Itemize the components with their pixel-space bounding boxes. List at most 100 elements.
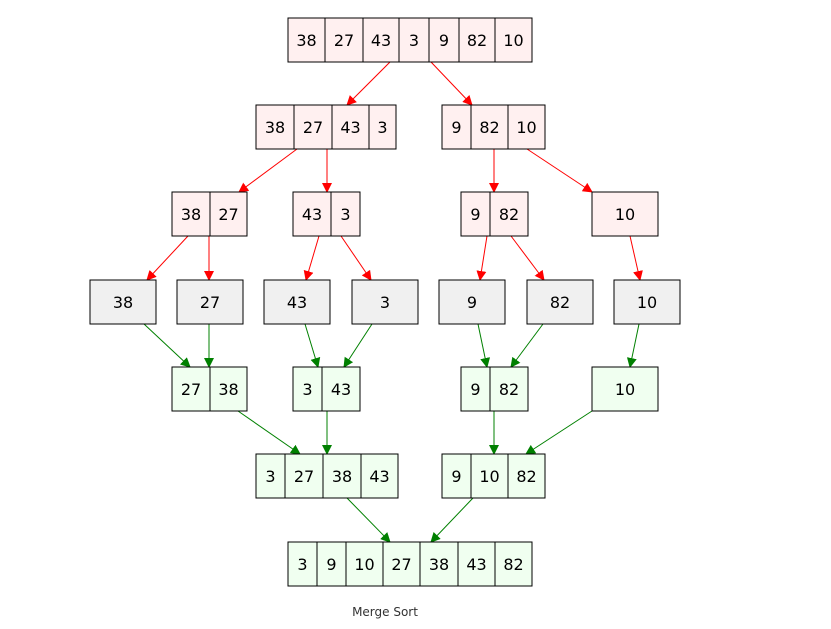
split-arrow: [340, 235, 372, 281]
merge-arrow: [510, 323, 544, 368]
array-cell: [209, 191, 248, 237]
cell-value: 3: [265, 467, 275, 486]
array-cell: [321, 366, 361, 412]
cell-value: 43: [331, 380, 351, 399]
merge-arrow: [343, 323, 373, 368]
array-cell: [441, 104, 472, 150]
cell-value: 38: [332, 467, 352, 486]
cell-value: 3: [377, 118, 387, 137]
cell-value: 38: [429, 555, 449, 574]
array-cell: [460, 191, 491, 237]
cell-value: 82: [467, 31, 487, 50]
array-cell: [494, 17, 533, 63]
cell-value: 82: [499, 205, 519, 224]
array-cell: [171, 366, 211, 412]
array-cell: [507, 104, 546, 150]
cell-value: 43: [287, 293, 307, 312]
cell-value: 82: [499, 380, 519, 399]
cell-value: 3: [380, 293, 390, 312]
array-cell: [89, 279, 157, 325]
cell-value: 10: [354, 555, 374, 574]
cell-value: 43: [466, 555, 486, 574]
array-cell: [441, 453, 472, 499]
split-array-node: 10: [591, 191, 659, 237]
array-cell: [171, 191, 211, 237]
merge-array-node: 10: [591, 366, 659, 412]
array-cell: [362, 17, 400, 63]
cell-value: 82: [503, 555, 523, 574]
cell-value: 9: [451, 118, 461, 137]
cell-value: 9: [439, 31, 449, 50]
array-cell: [398, 17, 430, 63]
cell-value: 3: [340, 205, 350, 224]
leaf-array-node: 82: [526, 279, 594, 325]
array-cell: [613, 279, 681, 325]
cell-value: 38: [113, 293, 133, 312]
cell-value: 27: [391, 555, 411, 574]
cell-value: 27: [218, 205, 238, 224]
array-cell: [470, 104, 509, 150]
cell-value: 82: [516, 467, 536, 486]
cell-value: 27: [303, 118, 323, 137]
merge-arrow: [477, 323, 491, 368]
cell-value: 9: [470, 205, 480, 224]
merge-arrow: [304, 323, 321, 368]
split-arrow: [346, 61, 391, 106]
array-cell: [419, 541, 459, 587]
cell-value: 9: [467, 293, 477, 312]
merge-arrow: [237, 410, 301, 455]
array-cell: [287, 541, 318, 587]
merge-arrow: [143, 323, 191, 368]
array-cell: [292, 366, 323, 412]
array-cell: [330, 191, 361, 237]
array-cell: [489, 191, 529, 237]
array-cell: [209, 366, 248, 412]
cell-value: 82: [550, 293, 570, 312]
split-arrow: [430, 61, 473, 106]
cell-value: 38: [181, 205, 201, 224]
split-array-node: 38 27: [171, 191, 248, 237]
array-cell: [324, 17, 364, 63]
leaf-array-node: 27: [176, 279, 244, 325]
array-cell: [331, 104, 370, 150]
array-cell: [176, 279, 244, 325]
merge-arrow: [430, 497, 474, 543]
cell-value: 27: [181, 380, 201, 399]
array-cell: [591, 366, 659, 412]
cell-value: 43: [371, 31, 391, 50]
array-cell: [507, 453, 546, 499]
array-cell: [351, 279, 419, 325]
array-cell: [457, 541, 496, 587]
array-cell: [255, 453, 286, 499]
array-cell: [458, 17, 496, 63]
split-arrow: [238, 148, 298, 193]
cell-value: 43: [369, 467, 389, 486]
cell-value: 43: [302, 205, 322, 224]
cell-value: 38: [296, 31, 316, 50]
edges-layer: [143, 61, 643, 543]
cell-value: 9: [326, 555, 336, 574]
split-arrow: [146, 235, 189, 281]
array-cell: [292, 191, 332, 237]
leaf-array-node: 43: [263, 279, 331, 325]
split-arrow: [303, 235, 320, 281]
array-cell: [526, 279, 594, 325]
diagram-caption: Merge Sort: [352, 605, 418, 619]
array-cell: [255, 104, 295, 150]
split-array-node: 9 82: [460, 191, 529, 237]
cell-value: 9: [470, 380, 480, 399]
cell-value: 27: [294, 467, 314, 486]
leaf-array-node: 9: [438, 279, 506, 325]
array-cell: [368, 104, 397, 150]
cell-value: 10: [615, 205, 635, 224]
array-cell: [438, 279, 506, 325]
cell-value: 10: [479, 467, 499, 486]
